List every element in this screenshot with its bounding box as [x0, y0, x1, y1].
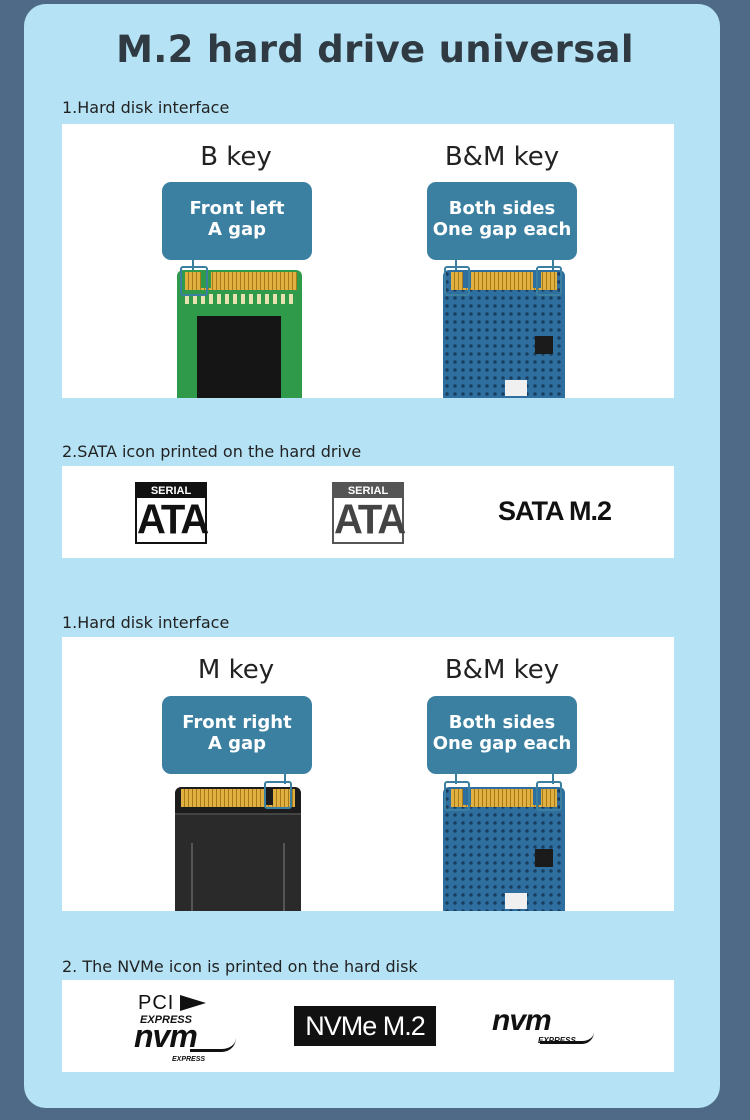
page-title: M.2 hard drive universal: [116, 28, 634, 71]
leader-line: [552, 260, 554, 270]
leader-line: [455, 774, 457, 784]
section-label-interface-b: 1.Hard disk interface: [62, 98, 230, 117]
key-title-bm: B&M key: [444, 655, 560, 685]
leader-line: [455, 260, 457, 270]
b-key-drive-image: [177, 270, 302, 398]
key-title-bm: B&M key: [444, 142, 560, 172]
panel-interface-b: B key B&M key Front left A gap Both side…: [62, 124, 674, 398]
gap-highlight: [536, 781, 562, 811]
gap-highlight: [444, 266, 470, 296]
section-label-nvme: 2. The NVMe icon is printed on the hard …: [62, 957, 418, 976]
panel-sata-logos: SERIAL ATA SERIAL ATA SATA M.2: [62, 466, 674, 558]
callout-both-sides: Both sides One gap each: [427, 182, 577, 260]
callout-front-right: Front right A gap: [162, 696, 312, 774]
gap-highlight: [536, 266, 562, 296]
nvm-swoosh-icon: [190, 1038, 236, 1052]
serial-ata-alt-logo: SERIAL ATA: [332, 482, 406, 544]
nvme-m2-badge: NVMe M.2: [294, 1006, 436, 1046]
callout-both-sides: Both sides One gap each: [427, 696, 577, 774]
nvm-swoosh-icon: [540, 1032, 594, 1044]
pci-chevron-icon: [180, 995, 206, 1011]
section-label-interface-m: 1.Hard disk interface: [62, 613, 230, 632]
panel-nvme-logos: PCI EXPRESS nvm EXPRESS NVMe M.2 nvm EXP…: [62, 980, 674, 1072]
pci-express-nvm-logo: PCI EXPRESS nvm EXPRESS: [134, 992, 244, 1064]
bm-key-drive-image: [443, 270, 565, 398]
leader-line: [192, 260, 194, 270]
sata-m2-logo: SATA M.2: [498, 496, 612, 526]
key-title-m: M key: [197, 655, 275, 685]
bm-key-drive-image: [443, 787, 565, 911]
gap-highlight: [180, 266, 208, 296]
key-title-b: B key: [200, 142, 272, 172]
panel-interface-m: M key B&M key Front right A gap Both sid…: [62, 637, 674, 911]
gap-highlight: [444, 781, 470, 811]
section-label-sata: 2.SATA icon printed on the hard drive: [62, 442, 362, 461]
leader-line: [284, 774, 286, 784]
gap-highlight: [264, 781, 292, 809]
callout-front-left: Front left A gap: [162, 182, 312, 260]
nvm-express-logo: nvm EXPRESS: [492, 1004, 602, 1052]
leader-line: [552, 774, 554, 784]
serial-ata-logo: SERIAL ATA: [135, 482, 209, 544]
